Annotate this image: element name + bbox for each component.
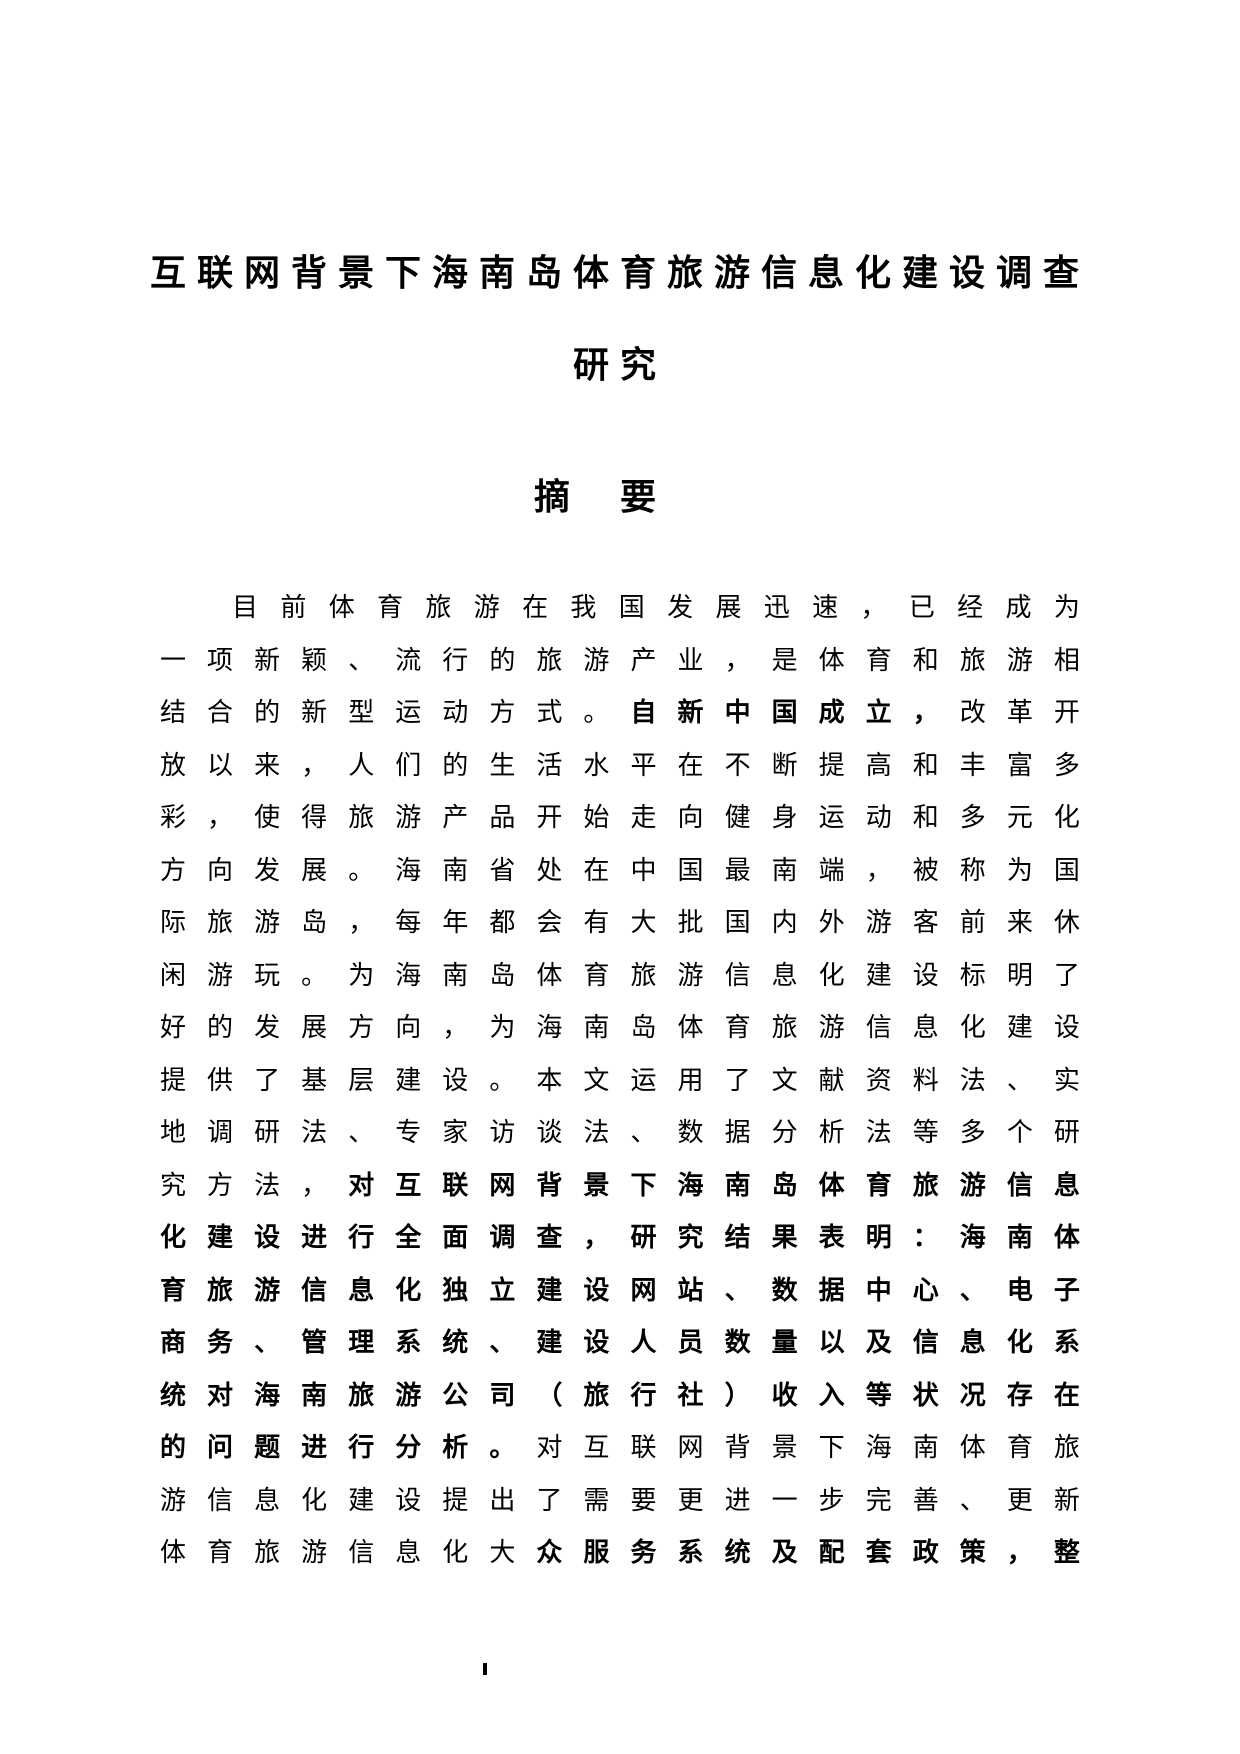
abstract-line: 好的发展方向，为海南岛体育旅游信息化建设 xyxy=(160,1013,1080,1043)
abstract-line: 育旅游信息化独立建设网站、数据中心、电子 xyxy=(160,1275,1080,1306)
page-number xyxy=(483,1663,487,1675)
abstract-line: 目前体育旅游在我国发展迅速，已经成为 xyxy=(232,593,1080,623)
abstract-heading: 摘要 xyxy=(533,477,706,518)
abstract-line: 结合的新型运动方式。自新中国成立，改革开 xyxy=(160,698,1080,728)
abstract-line: 游信息化建设提出了需要更进一步完善、更新 xyxy=(160,1485,1080,1516)
document-title-line-2: 研究 xyxy=(572,345,667,386)
abstract-line: 化建设进行全面调查，研究结果表明：海南体 xyxy=(160,1223,1080,1253)
abstract-line: 闲游玩。为海南岛体育旅游信息化建设标明了 xyxy=(160,960,1080,991)
abstract-line: 放以来，人们的生活水平在不断提高和丰富多 xyxy=(160,750,1080,781)
abstract-line: 的问题进行分析。对互联网背景下海南体育旅 xyxy=(160,1433,1080,1463)
abstract-line: 际旅游岛，每年都会有大批国内外游客前来休 xyxy=(160,908,1080,938)
abstract-line: 体育旅游信息化大众服务系统及配套政策，整 xyxy=(160,1538,1080,1568)
abstract-line: 究方法，对互联网背景下海南岛体育旅游信息 xyxy=(160,1170,1080,1201)
abstract-line: 彩，使得旅游产品开始走向健身运动和多元化 xyxy=(160,803,1080,833)
abstract-line: 提供了基层建设。本文运用了文献资料法、实 xyxy=(160,1065,1080,1096)
abstract-line: 一项新颖、流行的旅游产业，是体育和旅游相 xyxy=(160,645,1080,676)
abstract-line: 统对海南旅游公司（旅行社）收入等状况存在 xyxy=(160,1380,1080,1411)
abstract-body: 目前体育旅游在我国发展迅速，已经成为一项新颖、流行的旅游产业，是体育和旅游相结合… xyxy=(160,582,1080,1580)
document-title-line-1: 互联网背景下海南岛体育旅游信息化建设调查 xyxy=(149,253,1090,294)
abstract-line: 地调研法、专家访谈法、数据分析法等多个研 xyxy=(160,1118,1080,1148)
abstract-line: 方向发展。海南省处在中国最南端，被称为国 xyxy=(160,855,1080,886)
abstract-line: 商务、管理系统、建设人员数量以及信息化系 xyxy=(160,1328,1080,1358)
